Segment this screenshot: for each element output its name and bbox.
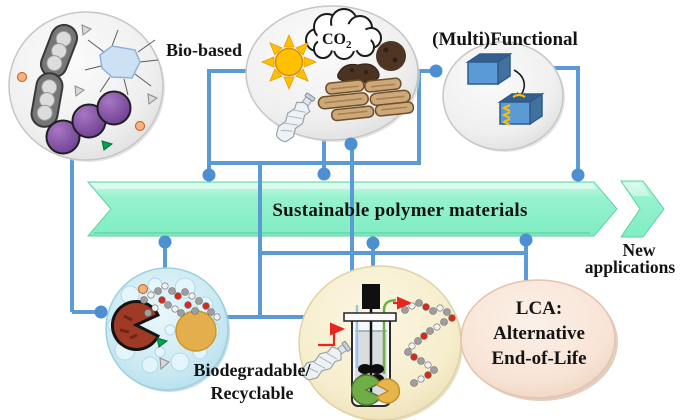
multifunctional-circle — [442, 41, 565, 152]
connector-dots — [94, 64, 585, 319]
banner-chevron-icon — [620, 180, 665, 238]
nutrient-dots-icon — [17, 72, 145, 131]
self-healing-box-icon — [497, 92, 545, 126]
nutrient-dot-icon — [138, 284, 148, 294]
co2-cloud-icon: CO 2 — [305, 8, 382, 60]
bio-based-label: Bio-based — [166, 40, 242, 60]
banner-label: Sustainable polymer materials — [272, 200, 527, 221]
co2-subscript: 2 — [346, 39, 352, 51]
product-polymer-chain-icon — [401, 299, 456, 387]
polymer-globule-icon — [175, 310, 217, 352]
green-spore-icon — [156, 337, 169, 348]
lca-label-line2: Alternative — [493, 323, 585, 344]
biodegradable-label-line1: Biodegradable/ — [193, 360, 311, 380]
new-applications-line1: New — [622, 240, 655, 260]
bioreactor-vessel-icon — [343, 284, 401, 407]
lca-ellipse — [460, 279, 618, 401]
biodegradable-label-line2: Recyclable — [211, 383, 294, 403]
gray-cone-icon — [74, 24, 158, 105]
multifunctional-label: (Multi)Functional — [432, 29, 578, 50]
feedstock-circle: CO 2 — [245, 5, 420, 146]
wood-logs-icon — [317, 77, 415, 122]
polymer-chain-icon — [140, 282, 221, 321]
gray-cone-icon — [159, 357, 170, 371]
purple-cocci-icon — [45, 90, 132, 155]
microbe-cell-icon — [84, 29, 159, 96]
green-spore-icon — [101, 140, 114, 151]
biodegradable-circle — [105, 267, 230, 392]
lca-label-line1: LCA: — [516, 298, 562, 319]
co2-label: CO — [322, 31, 346, 48]
bio-based-circle — [8, 11, 165, 162]
soil-clumps-icon — [337, 41, 406, 84]
bioreactor-circle — [297, 265, 463, 420]
open-box-icon — [465, 52, 513, 86]
sun-icon — [260, 33, 318, 91]
bacteria-capsules-icon — [30, 23, 79, 128]
new-applications-line2: applications — [585, 257, 676, 277]
red-flow-arrows-icon — [318, 296, 413, 347]
lca-label-line3: End-of-Life — [492, 348, 587, 369]
